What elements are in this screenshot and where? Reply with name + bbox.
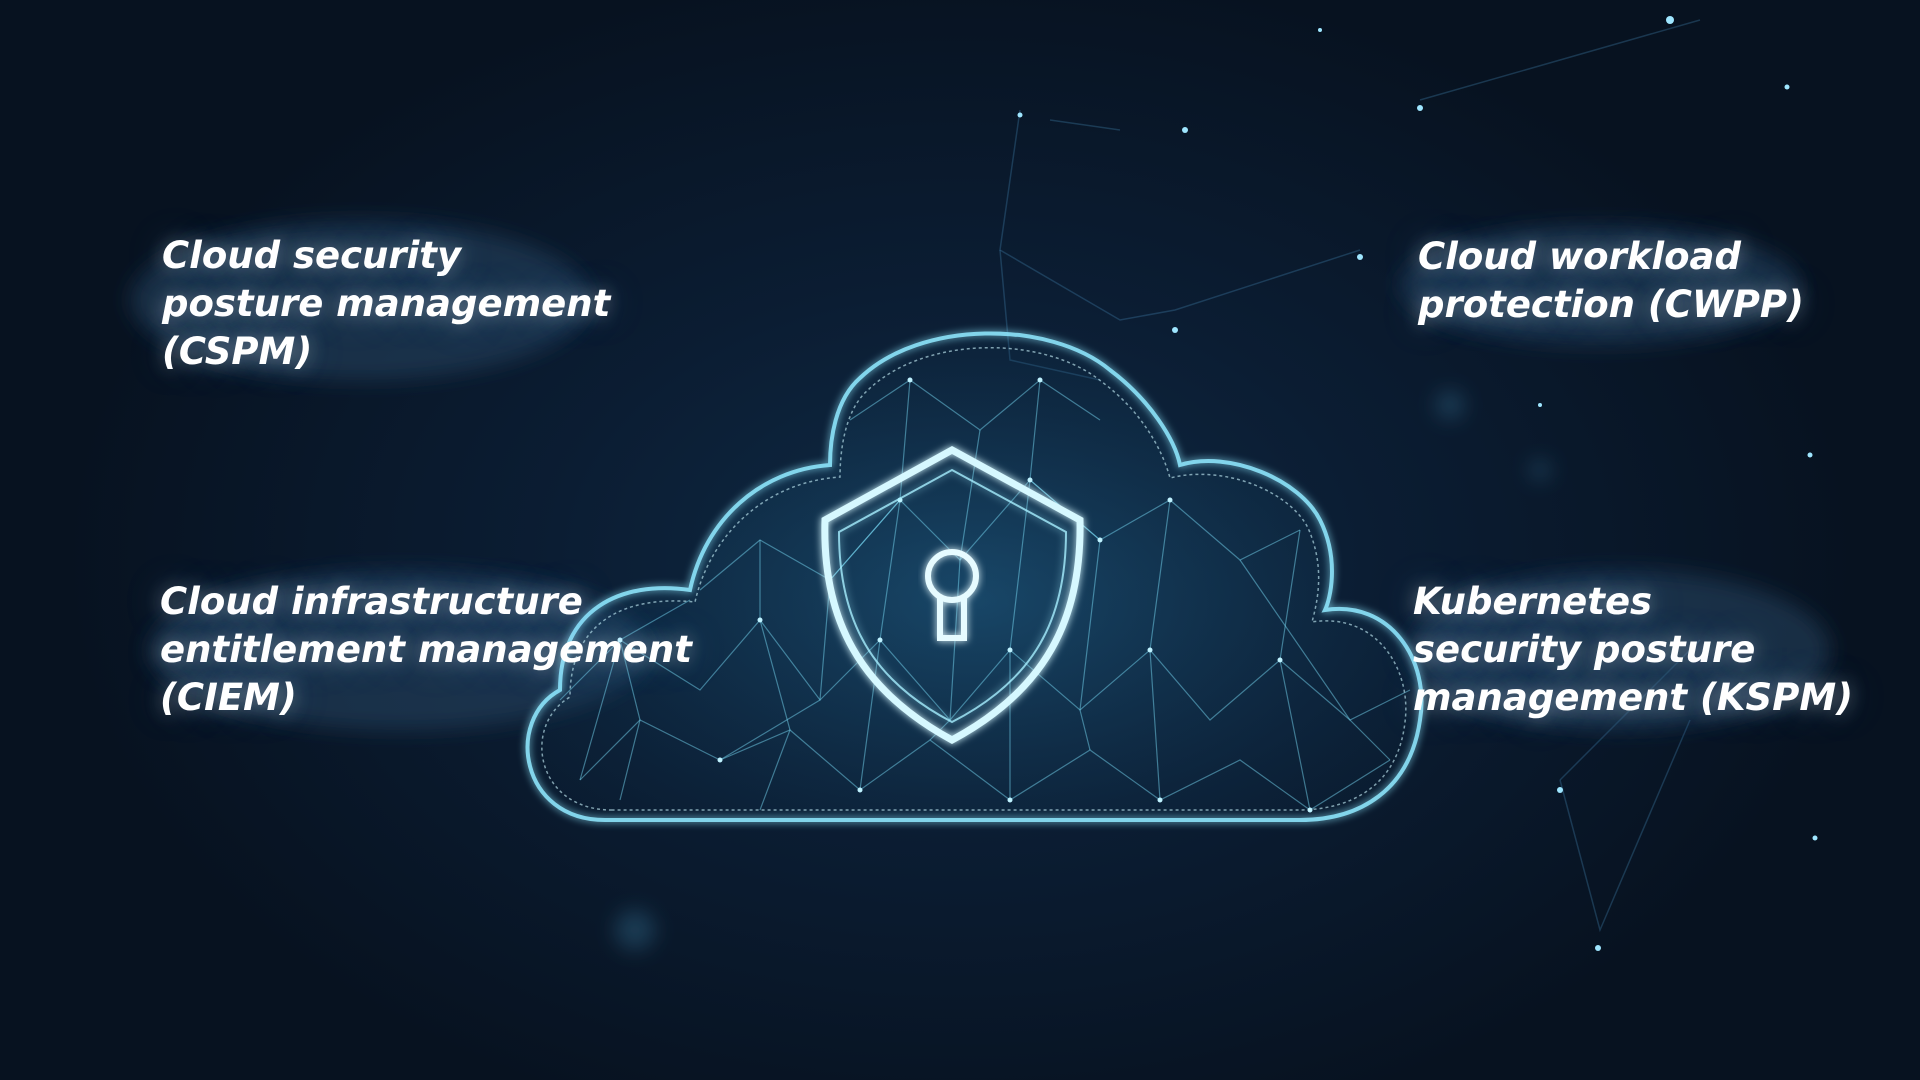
keyhole-icon (925, 549, 979, 641)
label-kspm-line-1: Kubernetes (1413, 580, 1653, 623)
label-kspm-line-2: security posture (1413, 628, 1756, 671)
label-cspm-line-2: posture management (162, 282, 611, 325)
label-cspm: Cloud security posture management (CSPM) (162, 232, 610, 376)
label-ciem-line-1: Cloud infrastructure (160, 580, 583, 623)
label-ciem-line-2: entitlement management (160, 628, 692, 671)
label-cspm-line-1: Cloud security (162, 234, 462, 277)
shield-icon (821, 446, 1084, 744)
label-cwpp-line-1: Cloud workload (1418, 235, 1741, 278)
label-cspm-line-3: (CSPM) (162, 330, 313, 373)
label-ciem-line-3: (CIEM) (160, 676, 297, 719)
network-dots (1017, 16, 1818, 951)
label-cwpp: Cloud workload protection (CWPP) (1418, 233, 1804, 329)
label-kspm: Kubernetes security posture management (… (1413, 578, 1853, 722)
label-kspm-line-3: management (KSPM) (1413, 676, 1854, 719)
label-ciem: Cloud infrastructure entitlement managem… (160, 578, 692, 722)
label-cwpp-line-2: protection (CWPP) (1418, 283, 1804, 326)
